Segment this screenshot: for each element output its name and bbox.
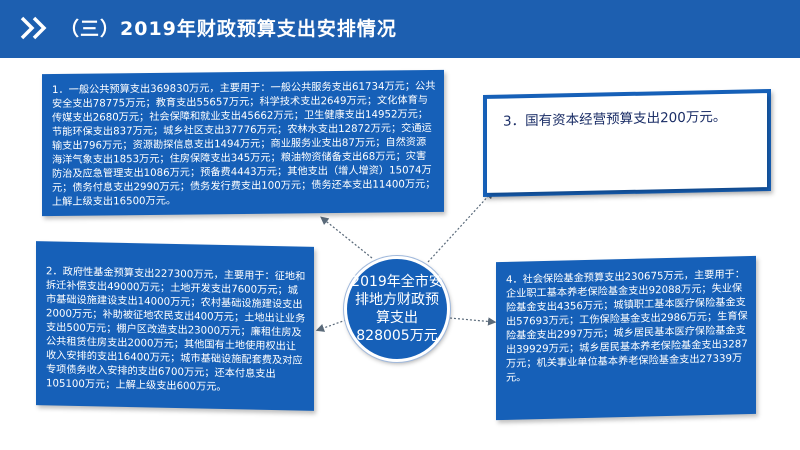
connector-to-item-1	[320, 216, 373, 259]
government-fund-box: 2．政府性基金预算支出227300万元，主要用于：征地和拆迁补偿支出49000万…	[36, 241, 314, 411]
total-expenditure-text: 2019年全市安排地方财政预算支出828005万元	[351, 274, 443, 344]
header-bar: （三）2019年财政预算支出安排情况	[0, 0, 800, 58]
general-budget-text: 1．一般公共预算支出369830万元，主要用于：一般公共服务支出61734万元；…	[52, 80, 436, 209]
social-insurance-text: 4．社会保险基金预算支出230675万元，主要用于：企业职工基本养老保险基金支出…	[506, 269, 748, 384]
connector-to-item-2	[315, 319, 347, 332]
state-capital-text: 3．国有资本经营预算支出200万元。	[503, 108, 727, 130]
connector-to-item-4	[449, 317, 497, 326]
social-insurance-box: 4．社会保险基金预算支出230675万元，主要用于：企业职工基本养老保险基金支出…	[496, 255, 756, 421]
page-title: （三）2019年财政预算支出安排情况	[60, 18, 397, 40]
double-chevron-right-icon	[20, 16, 47, 40]
general-budget-box: 1．一般公共预算支出369830万元，主要用于：一般公共服务支出61734万元；…	[42, 69, 444, 217]
government-fund-text: 2．政府性基金预算支出227300万元，主要用于：征地和拆迁补偿支出49000万…	[46, 266, 306, 394]
state-capital-box: 3．国有资本经营预算支出200万元。	[487, 93, 767, 193]
total-expenditure-circle: 2019年全市安排地方财政预算支出828005万元	[344, 256, 450, 362]
